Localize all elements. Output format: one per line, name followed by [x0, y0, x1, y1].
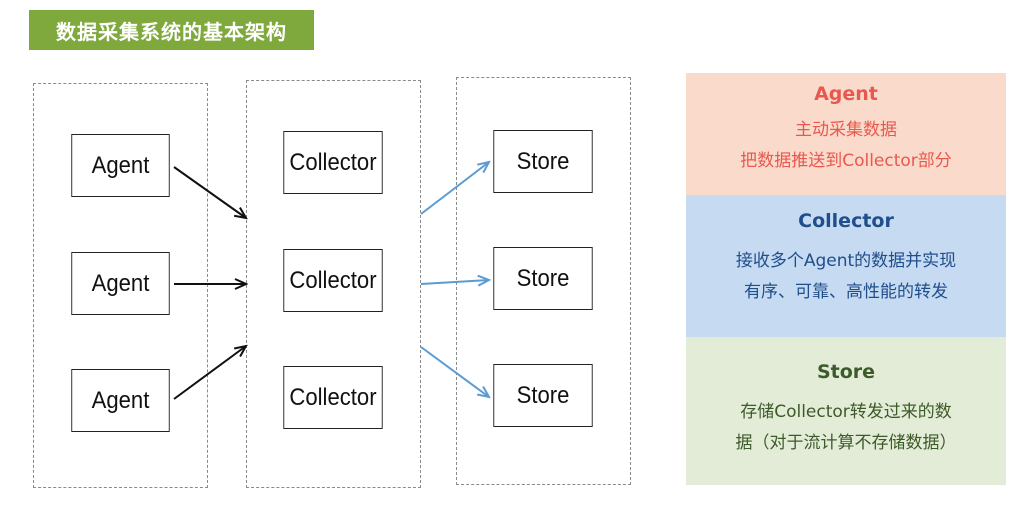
store-panel: Store 存储Collector转发过来的数 据（对于流计算不存储数据）: [686, 337, 1006, 485]
agent-panel-heading: Agent: [814, 83, 878, 105]
collector-panel-text: 接收多个Agent的数据并实现 有序、可靠、高性能的转发: [736, 246, 956, 308]
collector-box-3: Collector: [283, 366, 383, 429]
agent-box-2: Agent: [71, 252, 170, 315]
agent-box-1: Agent: [71, 134, 170, 197]
agent1-to-collector-arrow: [173, 166, 246, 218]
agent3-to-collector-arrow: [173, 346, 246, 400]
agent-group: [33, 83, 208, 488]
agent-panel: Agent 主动采集数据 把数据推送到Collector部分: [686, 73, 1006, 195]
collector-panel-line-2: 有序、可靠、高性能的转发: [743, 282, 948, 302]
agent-box-3: Agent: [71, 369, 170, 432]
store-box-1: Store: [493, 130, 593, 193]
agent-panel-line-1: 主动采集数据: [795, 120, 897, 140]
collector-to-store3-arrow: [420, 346, 489, 397]
store-box-2: Store: [493, 247, 593, 310]
page-title: 数据采集系统的基本架构: [29, 10, 314, 50]
agent-panel-line-2: 把数据推送到Collector部分: [740, 151, 952, 171]
collector-panel-line-1: 接收多个Agent的数据并实现: [735, 251, 957, 271]
agent-panel-text: 主动采集数据 把数据推送到Collector部分: [740, 115, 952, 177]
collector-panel: Collector 接收多个Agent的数据并实现 有序、可靠、高性能的转发: [686, 195, 1006, 337]
collector-to-store1-arrow: [420, 162, 489, 215]
store-panel-text: 存储Collector转发过来的数 据（对于流计算不存储数据）: [736, 397, 957, 459]
store-panel-heading: Store: [816, 361, 876, 383]
collector-to-store2-arrow: [420, 280, 489, 284]
collector-box-1: Collector: [283, 131, 383, 194]
collector-panel-heading: Collector: [798, 210, 894, 232]
store-box-3: Store: [493, 364, 593, 427]
collector-box-2: Collector: [283, 249, 383, 312]
store-panel-line-1: 存储Collector转发过来的数: [740, 402, 952, 422]
store-panel-line-2: 据（对于流计算不存储数据）: [735, 433, 957, 453]
